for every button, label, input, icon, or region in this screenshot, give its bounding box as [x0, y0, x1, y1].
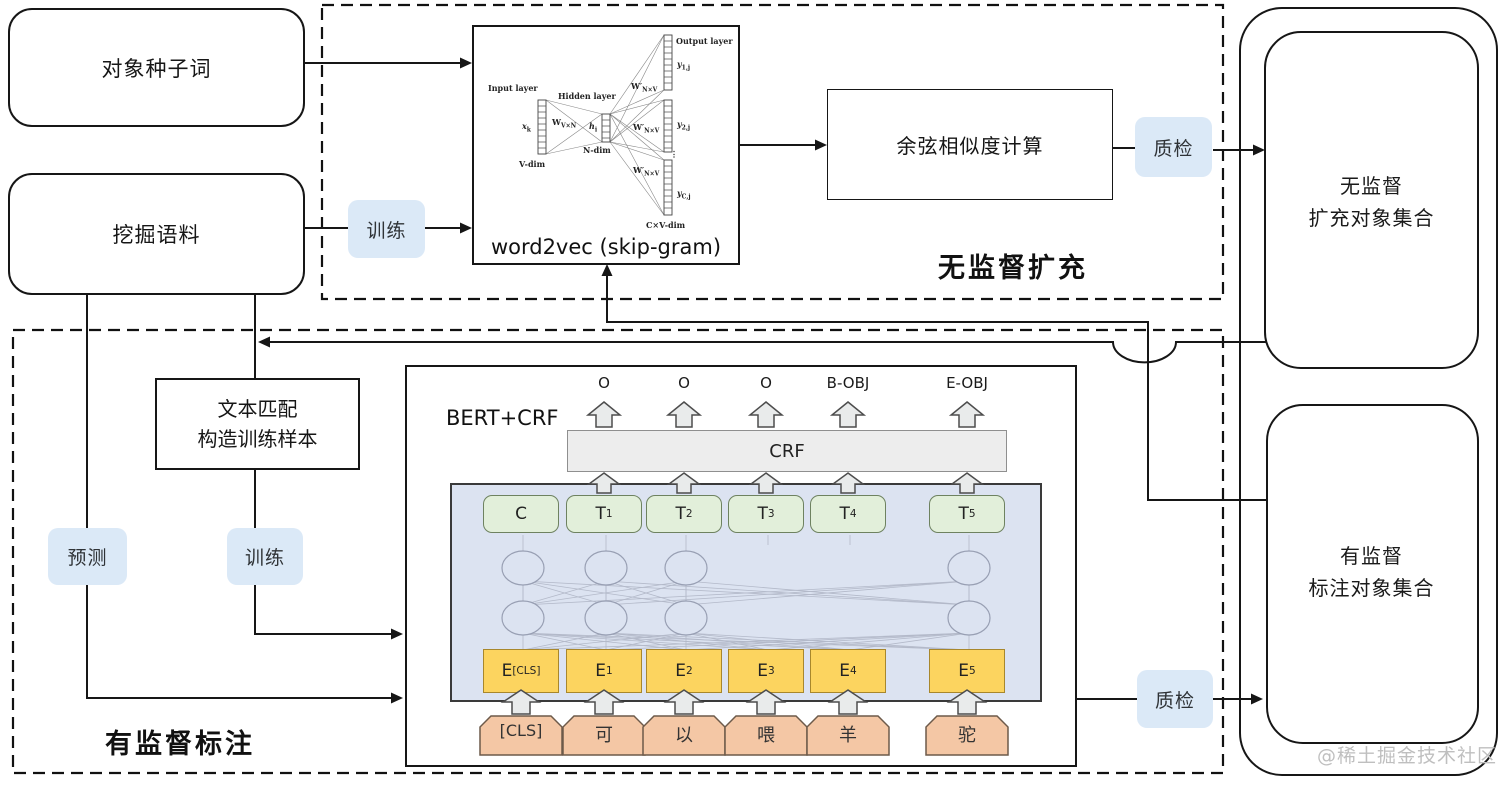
hidden-layer-label: Hidden layer	[558, 91, 616, 101]
flow-lines	[86, 57, 1267, 705]
tag-label-4: B-OBJ	[826, 374, 870, 392]
ycj-label: yC,j	[677, 188, 691, 201]
tag-label-5: E-OBJ	[946, 374, 988, 392]
tag-label-1: O	[598, 374, 610, 392]
qc-badge-top: 质检	[1135, 117, 1212, 177]
v-dim-label: V-dim	[519, 159, 546, 169]
tag-label-2: O	[678, 374, 690, 392]
seed-words-label: 对象种子词	[101, 56, 212, 81]
arrow-seed-to-w2v	[460, 57, 472, 69]
train-badge-bottom: 训练	[227, 528, 303, 585]
hidden-vector	[601, 113, 611, 143]
crf-bar: CRF	[567, 430, 1007, 472]
input-layer-label: Input layer	[488, 83, 538, 93]
text-match-line2: 构造训练样本	[197, 427, 318, 451]
hi-label: hi	[589, 121, 598, 134]
train-badge-top: 训练	[348, 200, 425, 258]
cosine-box: 余弦相似度计算	[827, 89, 1113, 200]
word2vec-box: Input layer Hidden layer Output layer xk…	[472, 25, 740, 265]
supervised-set-box	[1266, 404, 1479, 744]
dashed-region-unsupervised	[320, 3, 1225, 301]
unsupervised-set-box	[1264, 31, 1479, 369]
result-container	[1239, 7, 1498, 776]
line-predict-path	[86, 295, 395, 699]
text-match-line1: 文本匹配	[217, 397, 298, 421]
token-2: 以	[675, 725, 693, 746]
arrow-qc-to-sup-set	[1251, 693, 1263, 705]
arrow-w2v-to-cosine	[815, 139, 827, 151]
vdots: ⋮	[670, 149, 678, 159]
seed-words-box: 对象种子词	[8, 8, 305, 127]
line-train-path	[254, 295, 395, 635]
cosine-label: 余弦相似度计算	[896, 134, 1044, 158]
bert-to-crf-arrows	[588, 472, 983, 494]
token-cls: [CLS]	[499, 721, 543, 740]
unsupervised-region-label: 无监督扩充	[938, 253, 1088, 284]
feedback-unsup-to-textmatch	[266, 341, 1267, 364]
predict-badge: 预测	[48, 528, 127, 585]
output-vector-c	[663, 159, 673, 216]
cv-dim-label: C×V-dim	[646, 220, 686, 230]
output-layer-label: Output layer	[676, 36, 733, 46]
supervised-set-text: 有监督标注对象集合	[1308, 544, 1435, 600]
token-3: 喂	[757, 725, 775, 746]
watermark: @稀土掘金技术社区	[1316, 745, 1497, 767]
token-4: 羊	[839, 725, 857, 746]
arrow-qc-to-unsup-set	[1253, 144, 1265, 156]
w-out-label-2: W′N×V	[633, 122, 660, 135]
feedback-sup-to-w2v	[606, 272, 1267, 501]
bert-crf-label: BERT+CRF	[446, 406, 559, 430]
supervised-region-label: 有监督标注	[105, 729, 255, 760]
skipgram-figure	[537, 34, 673, 216]
input-token-boxes	[479, 715, 1009, 756]
unsupervised-set-text: 无监督扩充对象集合	[1308, 174, 1435, 230]
output-vector-1	[663, 34, 673, 91]
bert-output-c: C	[483, 495, 559, 533]
dashed-region-supervised	[11, 328, 1225, 775]
output-vector-2	[663, 99, 673, 153]
token-1: 可	[595, 725, 613, 746]
bert-network	[501, 535, 991, 651]
word2vec-caption: word2vec (skip-gram)	[490, 235, 722, 259]
crf-label: CRF	[769, 440, 805, 462]
crf-output-arrows	[587, 401, 984, 428]
y1j-label: y1,j	[677, 59, 691, 72]
xk-label: xk	[522, 121, 531, 134]
corpus-label: 挖掘语料	[112, 223, 201, 247]
arrow-corpus-to-w2v	[460, 222, 472, 234]
text-match-box: 文本匹配 构造训练样本	[155, 378, 360, 470]
w-out-label-3: W′N×V	[633, 165, 660, 178]
token-5: 驼	[958, 725, 976, 746]
corpus-box: 挖掘语料	[8, 173, 305, 295]
token-to-bert-arrows	[502, 689, 986, 715]
qc-badge-bottom: 质检	[1137, 670, 1213, 728]
input-vector	[537, 99, 547, 155]
w-input-label: WV×N	[552, 117, 577, 130]
w-out-label-1: W′N×V	[631, 81, 658, 94]
n-dim-label: N-dim	[583, 145, 611, 155]
y2j-label: y2,j	[677, 119, 691, 132]
tag-label-3: O	[760, 374, 772, 392]
